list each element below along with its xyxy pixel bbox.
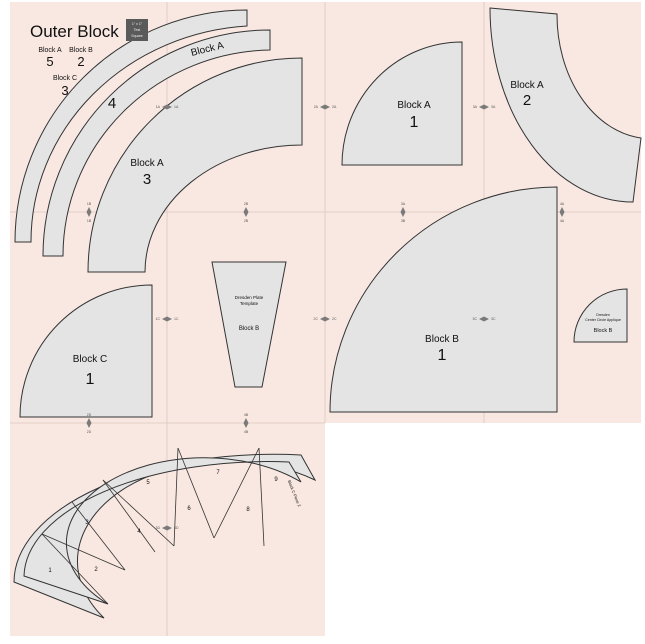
quarter-a1-number: 1 bbox=[410, 114, 419, 131]
registration-diamond bbox=[559, 207, 565, 217]
registration-diamond bbox=[162, 316, 172, 322]
outer-block-title: Outer Block bbox=[30, 22, 119, 41]
block-c-quarter-1 bbox=[19, 284, 153, 418]
registration-diamond bbox=[86, 207, 92, 217]
registration-diamond bbox=[479, 104, 489, 110]
fan-number-4: 4 bbox=[137, 529, 141, 535]
fan-block bbox=[13, 447, 317, 619]
fan-number-3: 3 bbox=[85, 520, 89, 526]
registration-label: 3C bbox=[473, 317, 478, 321]
outer-block-b-number: 2 bbox=[77, 54, 84, 69]
dresden-template-line-1: Dresden Plate bbox=[235, 295, 264, 300]
registration-label: 3A bbox=[491, 105, 496, 109]
registration-diamond bbox=[243, 207, 249, 217]
registration-label: 4B bbox=[244, 430, 249, 434]
center-circle-line-1: Dresden bbox=[596, 313, 610, 317]
fan-number-2: 2 bbox=[94, 567, 98, 573]
registration-label: 1C bbox=[174, 317, 179, 321]
test-square bbox=[126, 19, 148, 41]
block-b-quarter-1 bbox=[329, 186, 558, 413]
registration-label: 3D bbox=[156, 526, 161, 530]
block-a-quarter-1 bbox=[341, 41, 463, 166]
registration-label: 2C bbox=[332, 317, 337, 321]
block-a-arc-2 bbox=[489, 7, 642, 203]
outer-block-a-number: 5 bbox=[46, 54, 53, 69]
outer-block-a-label: Block A bbox=[38, 47, 62, 54]
registration-label: 2A bbox=[332, 105, 337, 109]
registration-diamond bbox=[86, 418, 92, 428]
registration-label: 2C bbox=[314, 317, 319, 321]
arc-3-label: Block A bbox=[130, 158, 164, 169]
test-square-line-3: Square bbox=[131, 34, 143, 38]
dresden-template-block: Block B bbox=[239, 326, 259, 332]
registration-label: 3A bbox=[473, 105, 478, 109]
fan-number-8: 8 bbox=[246, 507, 250, 513]
fan-divider-lines bbox=[41, 447, 265, 605]
fan-number-6: 6 bbox=[187, 506, 191, 512]
registration-label: 4A bbox=[560, 219, 565, 223]
arc-a2-number: 2 bbox=[523, 92, 531, 109]
fan-number-1: 1 bbox=[48, 568, 52, 574]
registration-diamond bbox=[320, 316, 330, 322]
registration-label: 3C bbox=[491, 317, 496, 321]
registration-label: 1A bbox=[174, 105, 179, 109]
registration-label: 1C bbox=[156, 317, 161, 321]
center-circle-line-2: Center Circle Applique bbox=[585, 318, 621, 322]
center-circle-block: Block B bbox=[594, 328, 613, 334]
outer-block-arc-4 bbox=[42, 29, 271, 257]
outer-block-b-label: Block B bbox=[69, 47, 93, 54]
quarter-c1-label: Block C bbox=[73, 354, 107, 365]
registration-label: 3A bbox=[401, 202, 406, 206]
quarter-b1-label: Block B bbox=[425, 334, 459, 345]
test-square-line-2: Test bbox=[134, 28, 141, 32]
fan-inner bbox=[23, 457, 302, 605]
dresden-template-line-2: Template bbox=[240, 301, 259, 306]
outer-arc-4-number: 4 bbox=[108, 95, 116, 112]
registration-label: 1B bbox=[87, 219, 92, 223]
registration-label: 2A bbox=[314, 105, 319, 109]
registration-marks: 1A 1A 2A 2A 3A 3A 1B 1B 2B 2B 3A 3B 4A 4A 1C 1C 2C 2C 3C 3C… bbox=[86, 104, 565, 531]
registration-label: 2B bbox=[244, 202, 249, 206]
outer-block-c-number: 3 bbox=[61, 83, 68, 98]
registration-label: 1A bbox=[156, 105, 161, 109]
center-circle-piece bbox=[573, 288, 628, 343]
outer-block-c-label: Block C bbox=[53, 75, 77, 82]
dresden-plate-template bbox=[211, 261, 287, 388]
registration-label: 2D bbox=[87, 430, 92, 434]
registration-diamond bbox=[479, 316, 489, 322]
registration-label: 3D bbox=[174, 526, 179, 530]
test-square-line-1: 1" x 1" bbox=[132, 22, 143, 26]
registration-diamond bbox=[162, 525, 172, 531]
quarter-a1-label: Block A bbox=[397, 100, 431, 111]
arc-3-number: 3 bbox=[143, 171, 151, 188]
registration-diamond bbox=[400, 207, 406, 217]
registration-diamond bbox=[243, 418, 249, 428]
arc-a2-label: Block A bbox=[510, 80, 544, 91]
registration-label: 4A bbox=[560, 202, 565, 206]
quarter-b1-number: 1 bbox=[438, 347, 447, 364]
registration-diamond bbox=[162, 104, 172, 110]
registration-label: 2D bbox=[87, 413, 92, 417]
quarter-c1-number: 1 bbox=[86, 371, 95, 388]
fan-number-9: 9 bbox=[274, 477, 278, 483]
registration-label: 4B bbox=[244, 413, 249, 417]
registration-label: 2B bbox=[244, 219, 249, 223]
registration-label: 1B bbox=[87, 202, 92, 206]
registration-diamond bbox=[320, 104, 330, 110]
registration-label: 3B bbox=[401, 219, 406, 223]
fan-number-5: 5 bbox=[146, 480, 150, 486]
block-a-arc-3 bbox=[87, 57, 303, 273]
fan-number-7: 7 bbox=[216, 470, 220, 476]
